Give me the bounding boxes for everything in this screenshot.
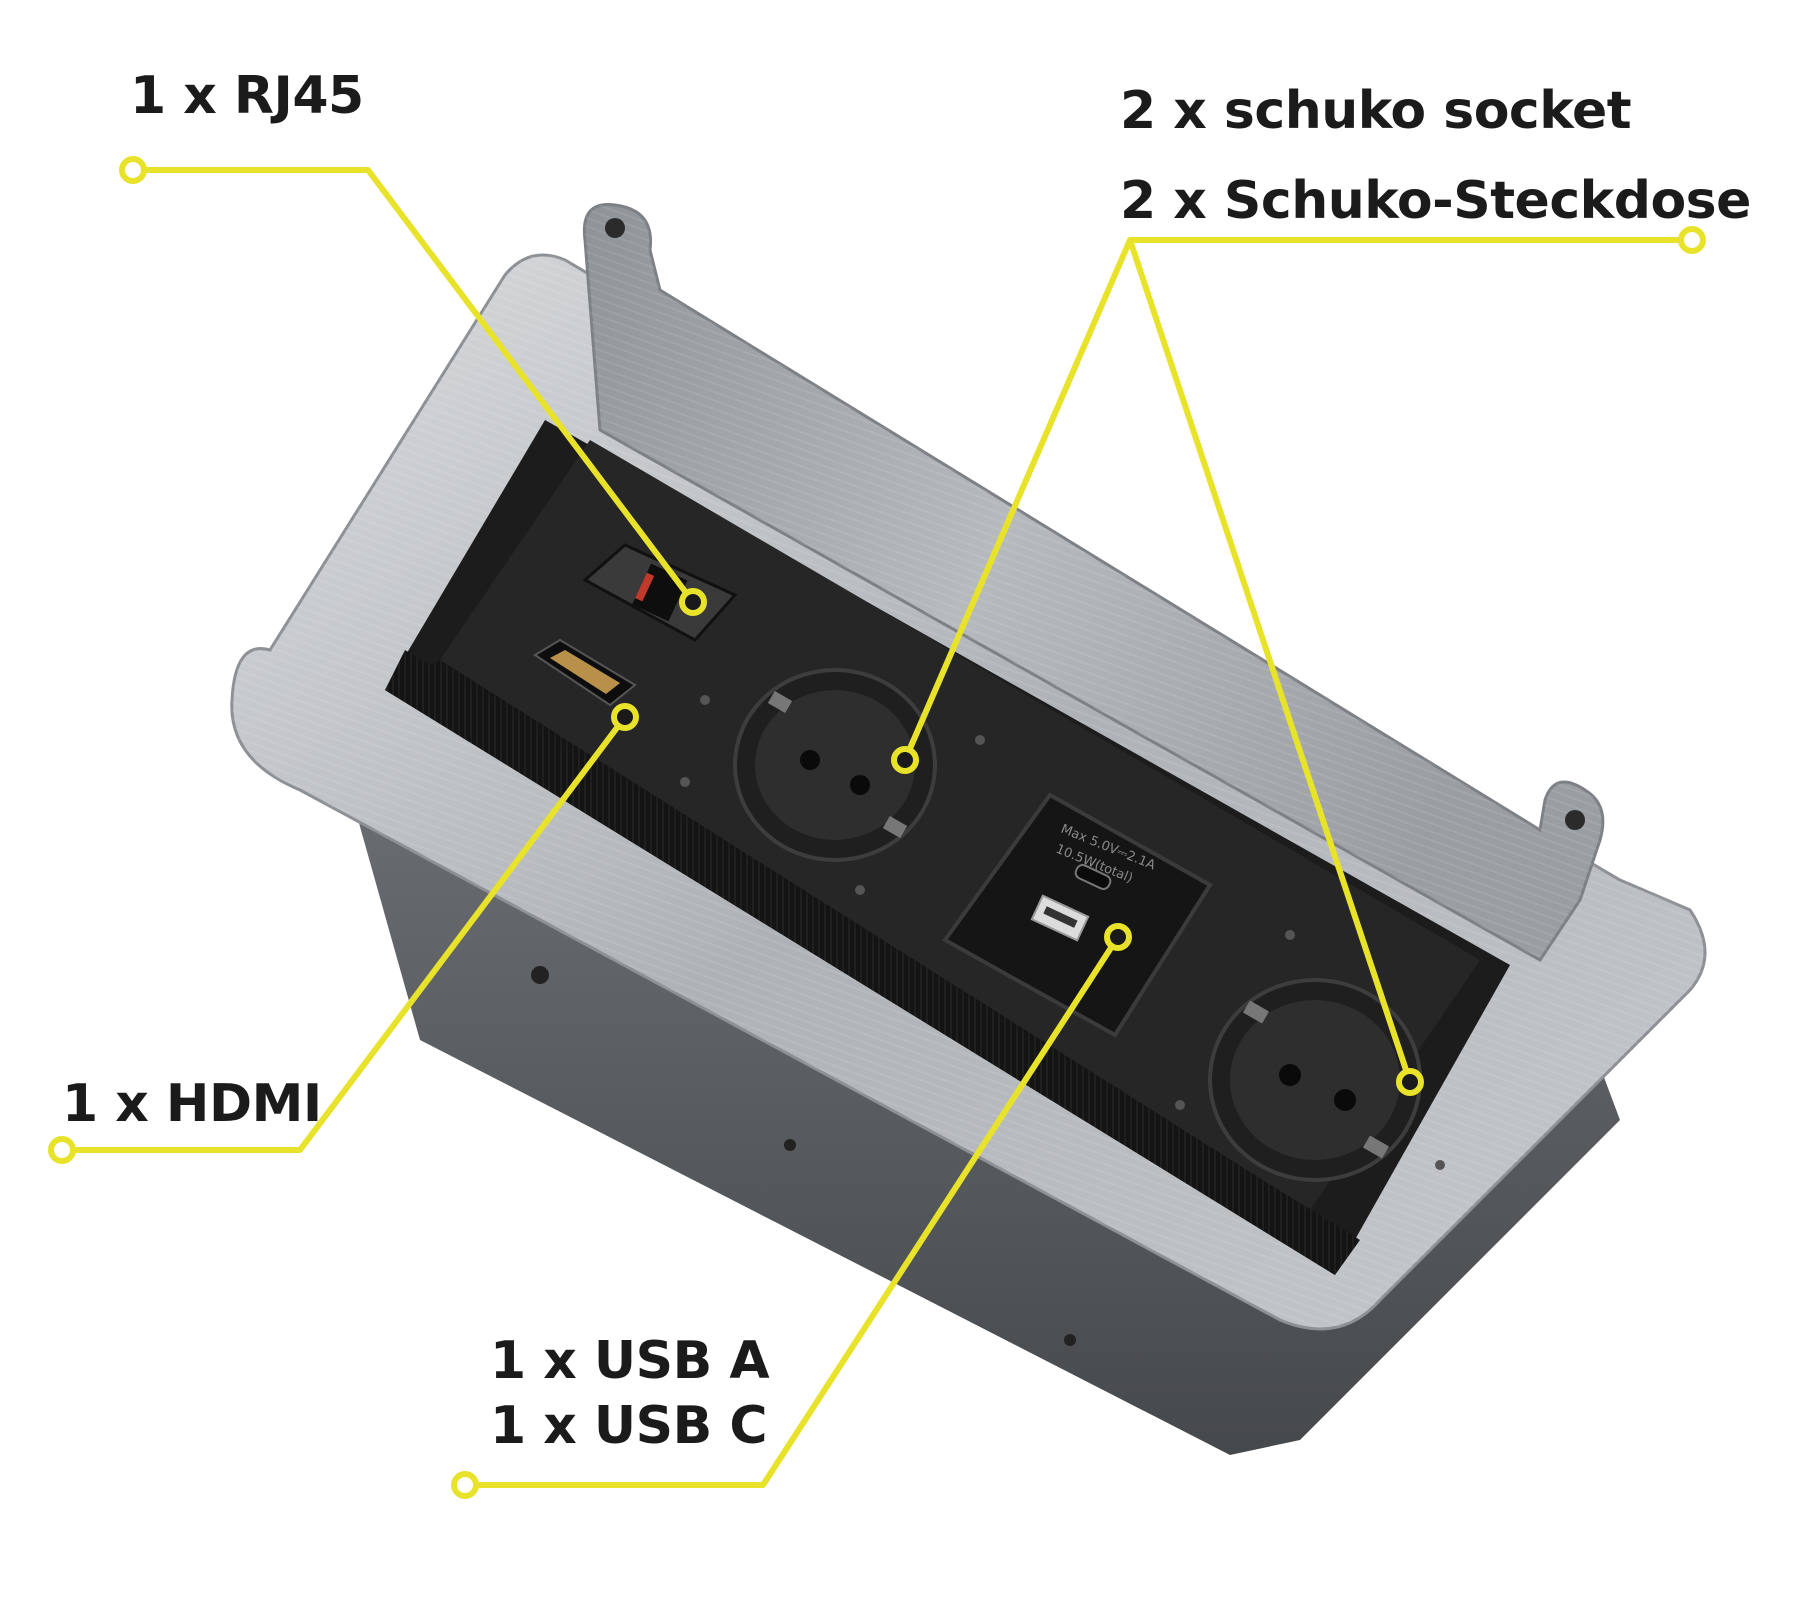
callout-dots [48, 156, 1706, 1499]
callout-line-usb [465, 935, 1121, 1488]
callout-line-hdmi [62, 715, 628, 1153]
usb-c-port [1074, 864, 1112, 890]
callout-label-rj45: 1 x RJ45 [130, 66, 364, 126]
schuko-socket-left [733, 668, 937, 862]
panel-screws [680, 695, 1445, 1170]
callout-line-schuko-right [1127, 239, 1413, 1083]
lid-hinge-hole-right [1565, 810, 1585, 830]
open-lid [582, 202, 1605, 962]
callout-lines [62, 167, 1692, 1488]
callout-label-usb-c: 1 x USB C [490, 1396, 768, 1456]
callout-label-usb-a: 1 x USB A [490, 1331, 770, 1391]
callout-line-rj45 [133, 167, 696, 604]
callout-label-schuko-en: 2 x schuko socket [1120, 81, 1632, 141]
usb-module: Max 5.0V⎓2.1A 10.5W(total) [942, 792, 1213, 1038]
callout-label-schuko-de: 2 x Schuko-Steckdose [1120, 171, 1751, 231]
schuko-socket-right [1208, 978, 1422, 1182]
callout-label-hdmi: 1 x HDMI [62, 1074, 322, 1134]
hdmi-port [533, 638, 637, 707]
brush-strip [385, 650, 1360, 1275]
lid-hinge-hole-left [605, 218, 625, 238]
